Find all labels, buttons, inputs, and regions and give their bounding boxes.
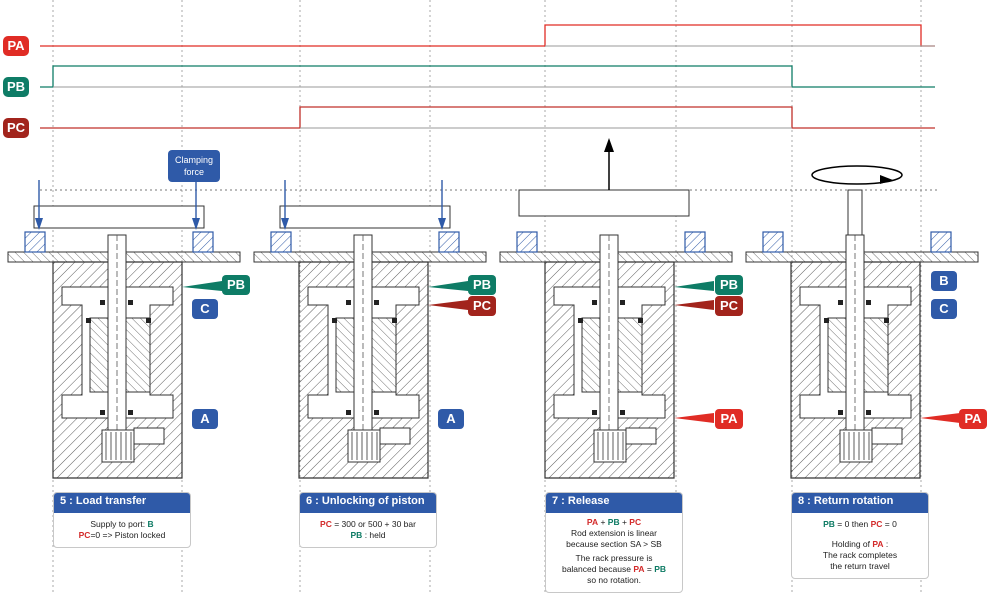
- step-title: 8 : Return rotation: [792, 493, 928, 513]
- step-text: = 0 then: [834, 519, 871, 529]
- port-ref: PC: [870, 519, 883, 529]
- port-badge-c: C: [192, 299, 218, 319]
- step-text: the return travel: [830, 561, 890, 571]
- step-card-5: 5 : Load transfer Supply to port: B PC=0…: [53, 492, 191, 548]
- step-text: =: [644, 564, 655, 574]
- port-tag-pc: PC: [468, 296, 496, 316]
- clamping-force-callout: Clamping force: [168, 150, 220, 182]
- clamp-section-8: [745, 189, 979, 479]
- step-card-8: 8 : Return rotation PB = 0 then PC = 0 H…: [791, 492, 929, 579]
- port-badge-a: A: [192, 409, 218, 429]
- step-text: because section SA > SB: [566, 539, 662, 549]
- port-ref: PC: [320, 519, 332, 529]
- port-ref: PB: [350, 530, 363, 540]
- step-text: =0 => Piston locked: [90, 530, 166, 540]
- step-text: so no rotation.: [587, 575, 641, 585]
- step-title: 7 : Release: [546, 493, 682, 513]
- port-ref: PB: [607, 517, 620, 527]
- step-card-7: 7 : Release PA + PB + PC Rod extension i…: [545, 492, 683, 593]
- step-text: : held: [362, 530, 386, 540]
- step-card-6: 6 : Unlocking of piston PC = 300 or 500 …: [299, 492, 437, 548]
- port-ref: PB: [654, 564, 667, 574]
- port-badge-a: A: [438, 409, 464, 429]
- port-ref: B: [147, 519, 154, 529]
- port-badge-c: C: [931, 299, 957, 319]
- port-ref: PA: [586, 517, 599, 527]
- step-text: The rack completes: [822, 550, 898, 560]
- step-text: Rod extension is linear: [571, 528, 657, 538]
- step-text: Holding of: [831, 539, 873, 549]
- step-text: :: [883, 539, 889, 549]
- signal-pa-trace: [40, 24, 935, 47]
- port-ref: PB: [823, 519, 835, 529]
- port-tag-pb: PB: [222, 275, 250, 295]
- signal-pb-trace: [40, 65, 935, 88]
- step-title: 5 : Load transfer: [54, 493, 190, 513]
- port-tag-pb: PB: [468, 275, 496, 295]
- clamp-section-5: [7, 180, 241, 479]
- step-text: = 300 or 500 + 30 bar: [331, 519, 416, 529]
- signal-pc-trace: [40, 106, 935, 129]
- port-tag-pa: PA: [715, 409, 743, 429]
- clamp-section-7: [499, 189, 733, 479]
- step-title: 6 : Unlocking of piston: [300, 493, 436, 513]
- step-text: +: [619, 517, 630, 527]
- step-text: balanced because: [561, 564, 634, 574]
- callout-line2: force: [183, 167, 204, 177]
- step-text: Supply to port:: [90, 519, 148, 529]
- port-ref: PA: [633, 564, 645, 574]
- rotation-arrow: [811, 165, 903, 185]
- signal-label-pa: PA: [3, 36, 29, 56]
- port-badge-b: B: [931, 271, 957, 291]
- signal-label-pb: PB: [3, 77, 29, 97]
- release-arrow: [604, 138, 614, 190]
- port-ref: PC: [629, 517, 642, 527]
- step-text: The rack pressure is: [575, 553, 653, 563]
- port-ref: PA: [872, 539, 884, 549]
- clamp-section-6: [253, 180, 487, 479]
- signal-label-pc: PC: [3, 118, 29, 138]
- callout-line1: Clamping: [174, 155, 214, 165]
- port-ref: PC: [78, 530, 91, 540]
- port-tag-pa: PA: [959, 409, 987, 429]
- step-text: +: [598, 517, 608, 527]
- port-tag-pc: PC: [715, 296, 743, 316]
- step-text: = 0: [882, 519, 897, 529]
- port-tag-pb: PB: [715, 275, 743, 295]
